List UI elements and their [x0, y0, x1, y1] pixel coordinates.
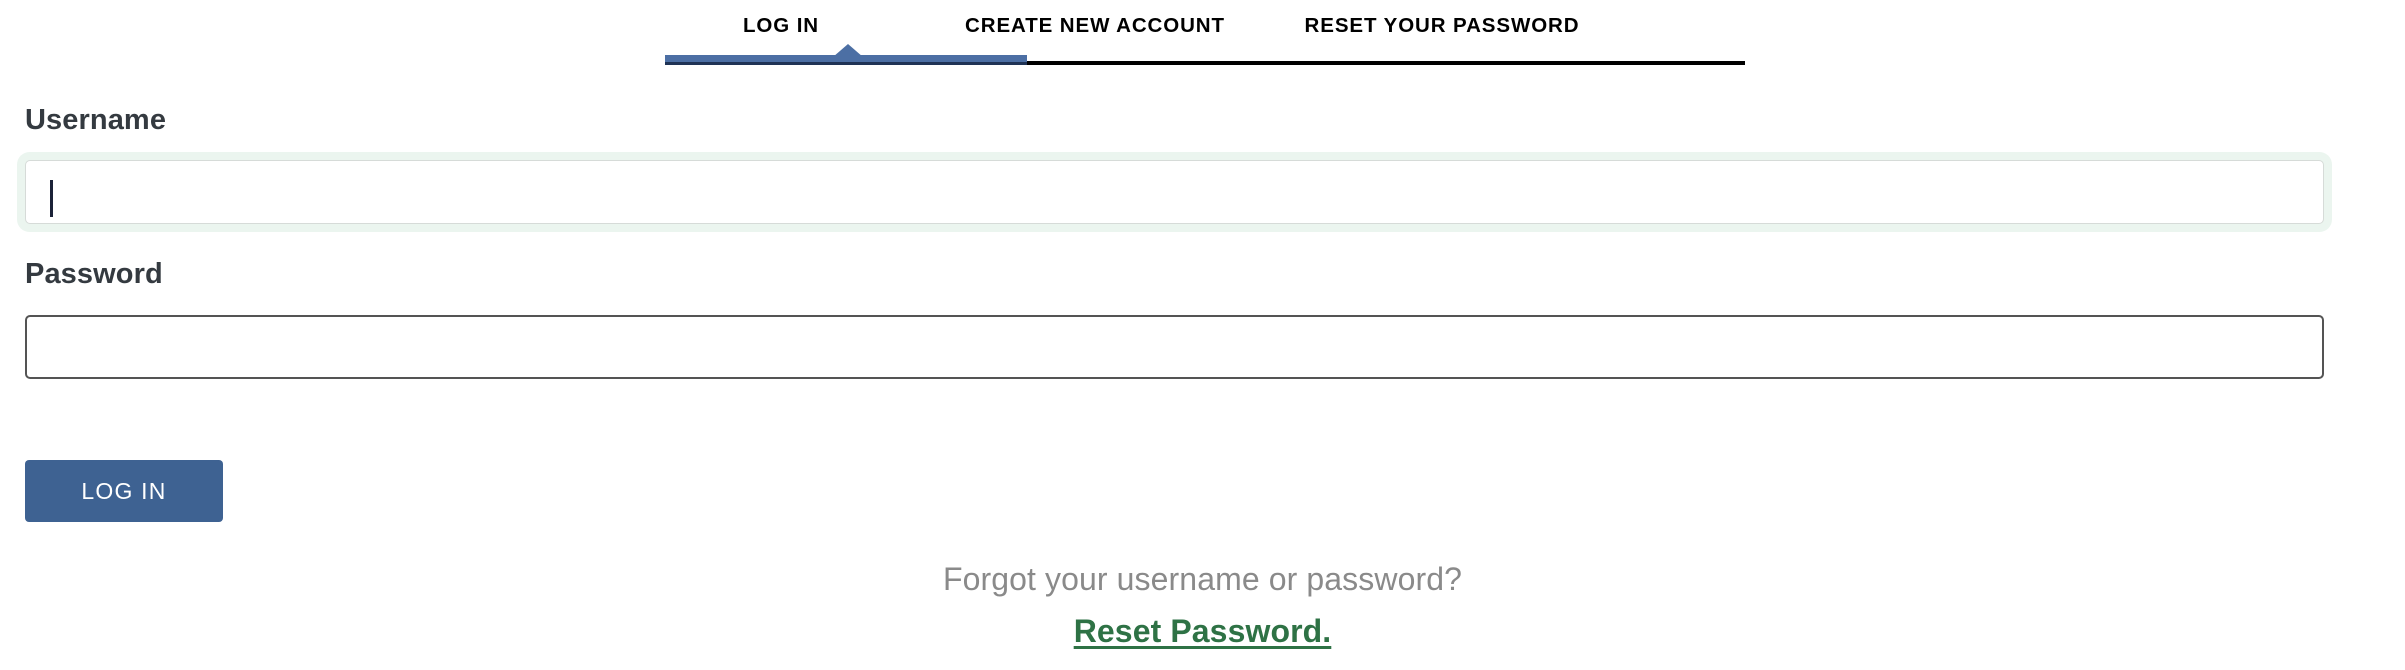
password-input[interactable]: [25, 315, 2324, 379]
tab-create-new-account[interactable]: CREATE NEW ACCOUNT: [965, 14, 1225, 37]
username-input[interactable]: [25, 160, 2324, 224]
password-label: Password: [25, 258, 163, 290]
log-in-button[interactable]: LOG IN: [25, 460, 223, 522]
forgot-credentials-text: Forgot your username or password?: [942, 561, 1463, 597]
reset-password-link[interactable]: Reset Password.: [1073, 613, 1332, 649]
username-text-caret: [50, 180, 53, 217]
tab-label-row: LOG IN CREATE NEW ACCOUNT RESET YOUR PAS…: [665, 0, 1745, 52]
tab-active-indicator: [665, 55, 1027, 65]
tab-active-pointer-icon: [833, 44, 863, 57]
tab-active-indicator-fill: [665, 55, 1027, 62]
auth-footer: Forgot your username or password? Reset …: [0, 555, 2405, 655]
tab-rail: [665, 61, 1745, 65]
username-label: Username: [25, 104, 167, 136]
tab-active-indicator-edge: [665, 62, 1027, 65]
tab-log-in[interactable]: LOG IN: [742, 14, 819, 37]
tab-reset-your-password[interactable]: RESET YOUR PASSWORD: [1304, 14, 1580, 37]
auth-tab-bar: LOG IN CREATE NEW ACCOUNT RESET YOUR PAS…: [665, 0, 1745, 72]
